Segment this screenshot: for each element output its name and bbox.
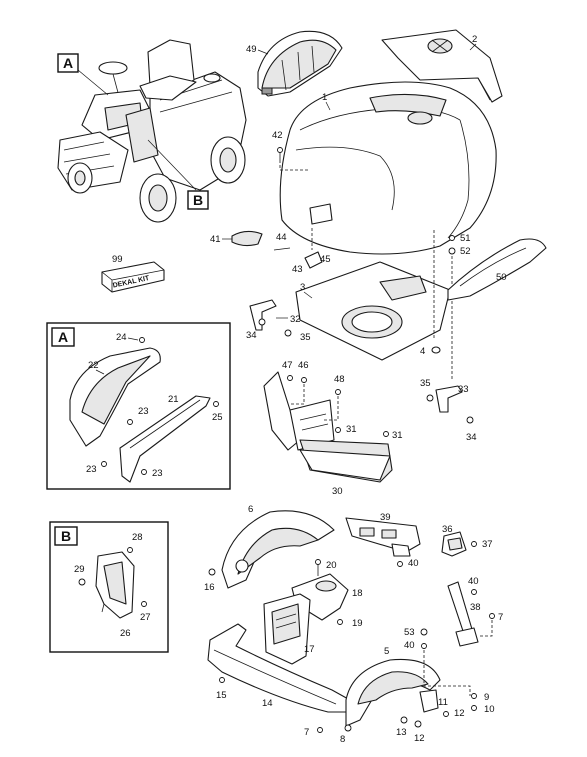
- svg-text:4: 4: [420, 346, 425, 357]
- part-2: 2: [381, 29, 503, 103]
- svg-text:46: 46: [298, 360, 309, 371]
- svg-text:21: 21: [168, 394, 179, 405]
- svg-text:2: 2: [472, 34, 477, 45]
- part-3: 3: [295, 261, 451, 361]
- svg-text:31: 31: [392, 430, 403, 441]
- part-6: 6 16 20: [204, 504, 337, 593]
- svg-text:7: 7: [498, 612, 503, 623]
- svg-text:51: 51: [460, 233, 471, 244]
- svg-text:40: 40: [408, 558, 419, 569]
- svg-text:29: 29: [74, 564, 85, 575]
- svg-text:6: 6: [248, 504, 253, 515]
- svg-text:16: 16: [204, 582, 215, 593]
- svg-text:5: 5: [384, 646, 389, 657]
- svg-text:10: 10: [484, 704, 495, 715]
- svg-text:18: 18: [352, 588, 363, 599]
- svg-text:1: 1: [322, 92, 327, 103]
- svg-text:49: 49: [246, 44, 257, 55]
- svg-text:19: 19: [352, 618, 363, 629]
- overview-marker-b: B: [187, 190, 209, 210]
- svg-text:12: 12: [454, 708, 465, 719]
- part-50-group: 51 52 50: [447, 233, 547, 380]
- svg-text:41: 41: [210, 234, 221, 245]
- svg-text:39: 39: [380, 512, 391, 523]
- svg-text:23: 23: [138, 406, 149, 417]
- svg-text:48: 48: [334, 374, 345, 385]
- svg-text:20: 20: [326, 560, 337, 571]
- hood-fasteners: 42 41 44 43 45: [210, 130, 333, 275]
- svg-text:14: 14: [262, 698, 273, 709]
- svg-text:A: A: [63, 55, 73, 71]
- svg-text:30: 30: [332, 486, 343, 497]
- svg-text:37: 37: [482, 539, 493, 550]
- svg-text:24: 24: [116, 332, 127, 343]
- svg-text:12: 12: [414, 733, 425, 744]
- part-39: 39 40: [345, 512, 421, 569]
- part-30: 30 47 46 48 31 31: [263, 360, 403, 497]
- svg-text:35: 35: [420, 378, 431, 389]
- svg-text:9: 9: [484, 692, 489, 703]
- svg-text:33: 33: [458, 384, 469, 395]
- svg-text:13: 13: [396, 727, 407, 738]
- decal-kit: 99 DEKAL KIT: [101, 254, 165, 293]
- svg-text:B: B: [193, 192, 203, 208]
- tractor-overview: [57, 39, 247, 223]
- svg-text:35: 35: [300, 332, 311, 343]
- svg-text:47: 47: [282, 360, 293, 371]
- inset-a: A 22 24 21 25 23 23 23: [46, 322, 231, 490]
- part-5: 5 11 8 7 13 12 12: [304, 646, 465, 745]
- svg-text:43: 43: [292, 264, 303, 275]
- svg-text:99: 99: [112, 254, 123, 265]
- svg-text:53: 53: [404, 627, 415, 638]
- svg-text:26: 26: [120, 628, 131, 639]
- svg-text:23: 23: [86, 464, 97, 475]
- part-36: 36 37: [441, 524, 493, 557]
- part-38: 40 38 7 53 40 9 10: [404, 576, 503, 715]
- svg-text:27: 27: [140, 612, 151, 623]
- svg-text:52: 52: [460, 246, 471, 257]
- svg-text:B: B: [61, 528, 71, 544]
- svg-text:44: 44: [276, 232, 287, 243]
- svg-text:28: 28: [132, 532, 143, 543]
- part-17: 17: [263, 593, 315, 665]
- svg-text:8: 8: [340, 734, 345, 745]
- part-49: 49: [246, 30, 343, 97]
- svg-text:50: 50: [496, 272, 507, 283]
- svg-text:40: 40: [468, 576, 479, 587]
- overview-marker-a: A: [57, 53, 79, 73]
- part-33: 35 33 34: [420, 378, 477, 443]
- svg-text:42: 42: [272, 130, 283, 141]
- svg-text:22: 22: [88, 360, 99, 371]
- svg-text:7: 7: [304, 727, 309, 738]
- part-32: 32 34 35: [246, 299, 311, 343]
- svg-text:17: 17: [304, 644, 315, 655]
- part-4: 4: [420, 230, 441, 357]
- svg-text:23: 23: [152, 468, 163, 479]
- part-1: 1: [279, 81, 497, 255]
- svg-text:34: 34: [246, 330, 257, 341]
- svg-text:34: 34: [466, 432, 477, 443]
- svg-text:A: A: [58, 329, 68, 345]
- svg-text:38: 38: [470, 602, 481, 613]
- svg-text:45: 45: [320, 254, 331, 265]
- svg-text:36: 36: [442, 524, 453, 535]
- svg-text:31: 31: [346, 424, 357, 435]
- inset-b: B 28 29 27 26: [49, 521, 169, 653]
- svg-text:11: 11: [438, 697, 448, 708]
- svg-text:40: 40: [404, 640, 415, 651]
- svg-text:32: 32: [290, 314, 301, 325]
- svg-text:15: 15: [216, 690, 227, 701]
- svg-text:3: 3: [300, 282, 305, 293]
- svg-text:25: 25: [212, 412, 223, 423]
